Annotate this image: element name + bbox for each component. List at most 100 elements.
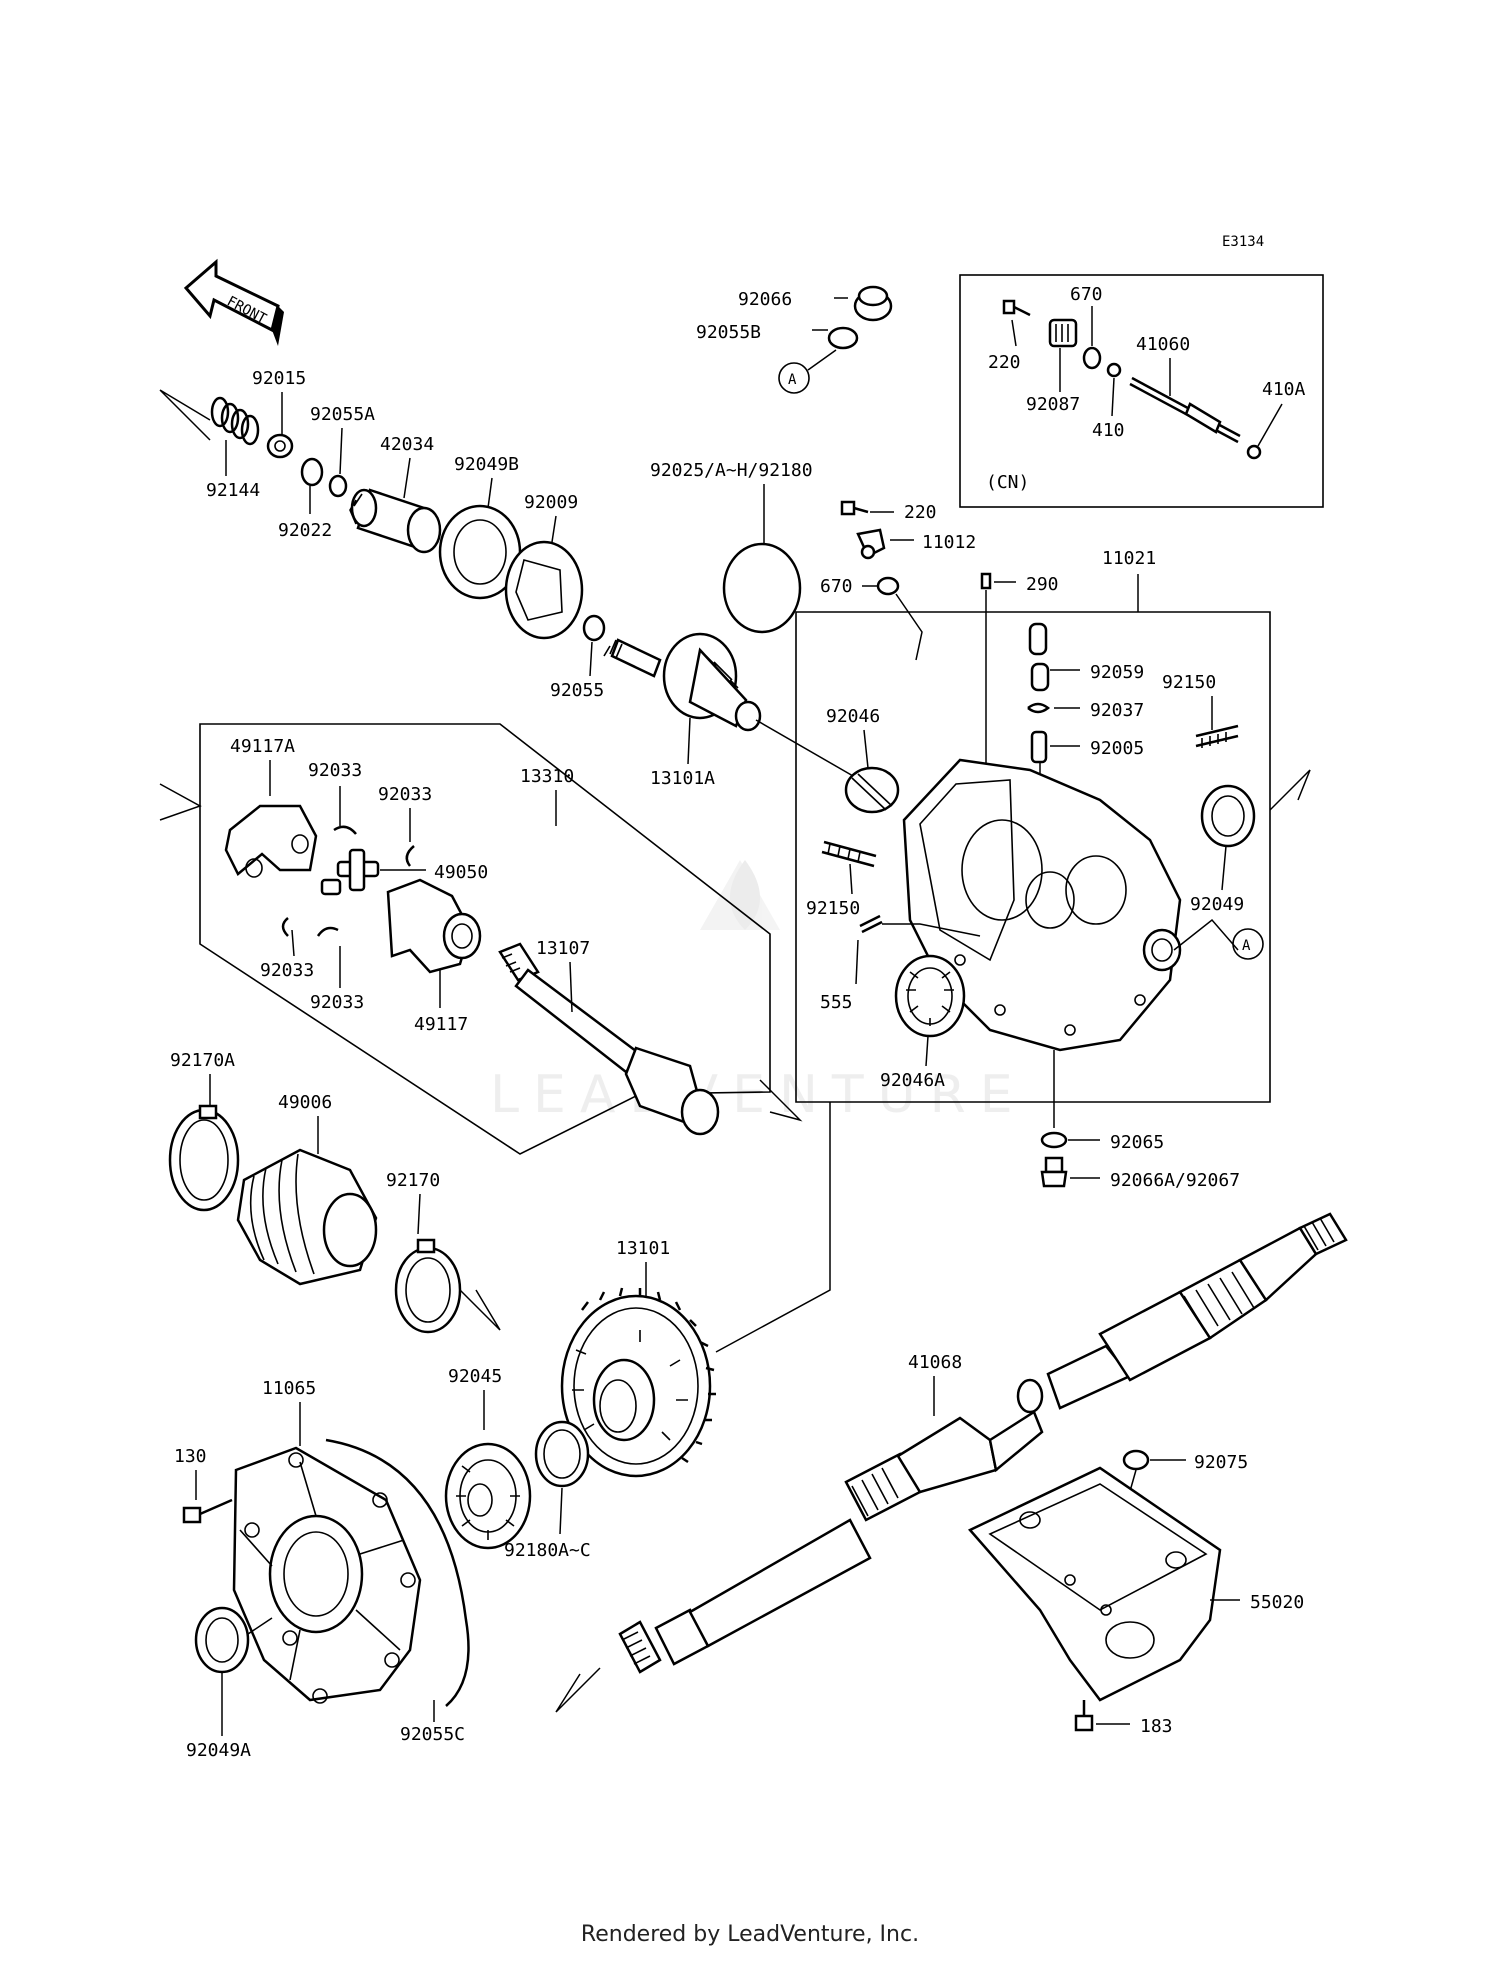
label-92170: 92170 bbox=[386, 1170, 440, 1191]
label-92015: 92015 bbox=[252, 368, 306, 389]
coupling-42034[interactable] bbox=[349, 488, 442, 554]
bolt-183[interactable] bbox=[1074, 1700, 1094, 1732]
leadventure-watermark: LEADVENTURE bbox=[490, 860, 1027, 1125]
circlip-92033-c[interactable] bbox=[281, 917, 289, 937]
label-92009: 92009 bbox=[524, 492, 578, 513]
label-92045: 92045 bbox=[448, 1366, 502, 1387]
svg-text:LEADVENTURE: LEADVENTURE bbox=[490, 1065, 1027, 1125]
drive-shaft-41068-rear[interactable] bbox=[1046, 1212, 1348, 1410]
circlip-92033-b[interactable] bbox=[405, 845, 415, 867]
label-11012: 11012 bbox=[922, 532, 976, 553]
oil-seal-92049[interactable] bbox=[1200, 784, 1256, 848]
washer-410[interactable] bbox=[1106, 362, 1122, 378]
label-92144: 92144 bbox=[206, 480, 260, 501]
label-92055B: 92055B bbox=[696, 322, 761, 343]
stud-92150-left[interactable] bbox=[821, 840, 877, 868]
plug-92075[interactable] bbox=[1122, 1449, 1150, 1471]
o-ring-92055C[interactable] bbox=[325, 1438, 470, 1707]
washer-92065[interactable] bbox=[1040, 1131, 1068, 1149]
vent-290[interactable] bbox=[980, 572, 992, 590]
yoke-49117A[interactable] bbox=[224, 804, 318, 878]
label-92033-a: 92033 bbox=[308, 760, 362, 781]
label-92046: 92046 bbox=[826, 706, 880, 727]
label-49006: 49006 bbox=[278, 1092, 332, 1113]
circlip-92033-a[interactable] bbox=[333, 825, 357, 835]
label-13101: 13101 bbox=[616, 1238, 670, 1259]
guard-55020[interactable] bbox=[967, 1466, 1222, 1702]
label-92005: 92005 bbox=[1090, 738, 1144, 759]
label-670-cn: 670 bbox=[1070, 284, 1103, 305]
label-92150-right: 92150 bbox=[1162, 672, 1216, 693]
label-13101A: 13101A bbox=[650, 768, 715, 789]
label-92033-d: 92033 bbox=[310, 992, 364, 1013]
o-ring-92055A[interactable] bbox=[328, 474, 348, 498]
ref-mark-a-case bbox=[1232, 928, 1264, 960]
screw-220[interactable] bbox=[840, 500, 869, 516]
o-ring-670[interactable] bbox=[876, 576, 900, 596]
shaft-41060[interactable] bbox=[1129, 376, 1241, 444]
drain-plug-92066A[interactable] bbox=[1040, 1156, 1068, 1188]
ref-mark-a-top bbox=[778, 362, 810, 394]
nut-92015[interactable] bbox=[266, 433, 294, 459]
stud-92150-right[interactable] bbox=[1195, 724, 1239, 748]
label-92150-left: 92150 bbox=[806, 898, 860, 919]
label-92059: 92059 bbox=[1090, 662, 1144, 683]
washer-92022[interactable] bbox=[300, 457, 324, 487]
bracket-11012[interactable] bbox=[856, 528, 886, 560]
label-92066: 92066 bbox=[738, 289, 792, 310]
label-11065: 11065 bbox=[262, 1378, 316, 1399]
needle-bearing-92046[interactable] bbox=[844, 766, 900, 814]
label-55020: 55020 bbox=[1250, 1592, 1304, 1613]
front-arrow-icon: FRONT bbox=[183, 258, 284, 346]
shim-92180A[interactable] bbox=[534, 1420, 590, 1488]
label-13310: 13310 bbox=[520, 766, 574, 787]
label-49117: 49117 bbox=[414, 1014, 468, 1035]
o-ring-670-cn[interactable] bbox=[1082, 346, 1102, 370]
spring-92144[interactable] bbox=[210, 396, 260, 446]
label-92046A: 92046A bbox=[880, 1070, 945, 1091]
washer-410A[interactable] bbox=[1246, 444, 1262, 460]
label-92055A: 92055A bbox=[310, 404, 375, 425]
cover-11065[interactable] bbox=[232, 1446, 422, 1704]
ring-gear-13101[interactable] bbox=[560, 1287, 716, 1478]
label-220-cn: 220 bbox=[988, 352, 1021, 373]
pin-92005[interactable] bbox=[1030, 730, 1048, 764]
propeller-shaft-13107[interactable] bbox=[498, 942, 720, 1136]
final-gear-case-11021[interactable] bbox=[902, 758, 1182, 1052]
label-13107: 13107 bbox=[536, 938, 590, 959]
label-92033-c: 92033 bbox=[260, 960, 314, 981]
label-92049A: 92049A bbox=[186, 1740, 251, 1761]
label-92087: 92087 bbox=[1026, 394, 1080, 415]
cn-label: (CN) bbox=[986, 472, 1029, 493]
label-220: 220 bbox=[904, 502, 937, 523]
yoke-49117[interactable] bbox=[386, 878, 482, 974]
shim-92025[interactable] bbox=[722, 542, 802, 634]
cross-joint-49050[interactable] bbox=[320, 848, 380, 896]
label-410A: 410A bbox=[1262, 379, 1306, 400]
clip-92037[interactable] bbox=[1027, 702, 1051, 714]
clamp-92170A[interactable] bbox=[168, 1104, 240, 1212]
pin-92059[interactable] bbox=[1028, 622, 1050, 692]
label-11021: 11021 bbox=[1102, 548, 1156, 569]
circlip-92033-d[interactable] bbox=[316, 926, 339, 937]
bolt-130[interactable] bbox=[182, 1498, 233, 1524]
oil-seal-92049A[interactable] bbox=[194, 1606, 250, 1674]
label-49117A: 49117A bbox=[230, 736, 295, 757]
sensor-92087[interactable] bbox=[1048, 318, 1078, 348]
spacer-92009[interactable] bbox=[504, 540, 584, 640]
drive-shaft-41068[interactable] bbox=[618, 1378, 1044, 1674]
label-92033-b: 92033 bbox=[378, 784, 432, 805]
dowel-pin-555[interactable] bbox=[859, 914, 883, 934]
pinion-gear-13101A[interactable] bbox=[603, 632, 762, 732]
plug-92066[interactable] bbox=[853, 285, 893, 322]
o-ring-92055[interactable] bbox=[582, 614, 606, 642]
clamp-92170[interactable] bbox=[394, 1238, 462, 1334]
bearing-92045[interactable] bbox=[444, 1442, 532, 1550]
boot-49006[interactable] bbox=[236, 1148, 378, 1286]
label-92055C: 92055C bbox=[400, 1724, 465, 1745]
label-183: 183 bbox=[1140, 1716, 1173, 1737]
screw-220-cn[interactable] bbox=[1002, 299, 1031, 317]
o-ring-92055B[interactable] bbox=[827, 326, 859, 350]
bearing-92046A[interactable] bbox=[894, 954, 966, 1038]
